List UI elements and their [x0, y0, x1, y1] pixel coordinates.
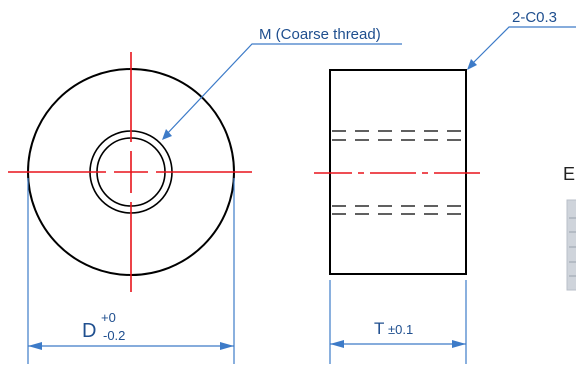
- chamfer-label: 2-C0.3: [512, 9, 557, 26]
- diameter-symbol: D: [82, 320, 96, 342]
- front-view: [8, 52, 252, 292]
- thickness-symbol: T: [374, 319, 384, 338]
- thread-callout: M (Coarse thread): [162, 26, 402, 140]
- inset-panel: E: [563, 164, 576, 291]
- thread-label: M (Coarse thread): [259, 26, 381, 43]
- diameter-dimension: D +0 -0.2: [27, 178, 235, 364]
- inset-label: E: [563, 164, 575, 184]
- chamfer-callout: 2-C0.3: [467, 9, 576, 70]
- side-outline: [329, 69, 467, 275]
- diameter-upper-tolerance: +0: [101, 310, 116, 325]
- thickness-dimension: T ±0.1: [329, 280, 467, 364]
- thickness-tolerance: ±0.1: [388, 322, 413, 337]
- diameter-lower-tolerance: -0.2: [103, 328, 125, 343]
- side-view: [314, 69, 480, 275]
- inset-frame: [566, 199, 576, 291]
